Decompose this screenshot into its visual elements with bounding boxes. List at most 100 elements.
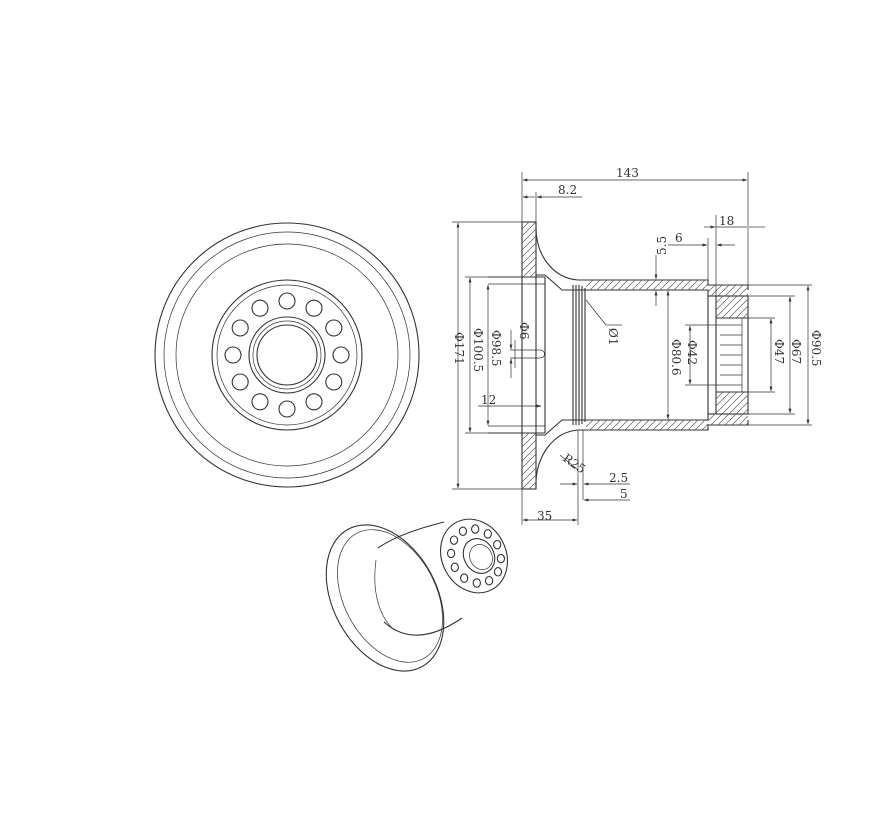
hatch-line <box>659 419 671 431</box>
iso-flange-front <box>337 529 443 663</box>
bolt-hole <box>278 400 296 418</box>
hatch-line <box>659 279 671 291</box>
hatch-line <box>724 413 737 426</box>
hatch-line <box>742 312 749 319</box>
hatch-line <box>738 415 749 426</box>
iso-bolt-hole <box>450 562 459 573</box>
flange-outer-circle <box>154 222 420 488</box>
bolt-hole <box>325 373 343 391</box>
hatch-line <box>603 419 615 431</box>
iso-bolt-hole <box>460 573 469 583</box>
hatch-line <box>687 279 699 291</box>
iso-bolt-hole <box>472 578 481 588</box>
hatch-line <box>522 263 537 278</box>
bolt-hole <box>251 299 269 317</box>
hatch-line <box>731 413 744 426</box>
hatch-line <box>707 284 716 293</box>
dimension-labels: 143 8.2 18 6 5.5 Φ6 Ø1 Φ171 Φ100.5 Φ98.5… <box>452 166 823 523</box>
fillet-circle <box>175 243 399 467</box>
iso-end-face <box>440 518 508 594</box>
hatch-line <box>715 295 738 318</box>
iso-bolt-hole <box>496 553 506 564</box>
hatch-line <box>728 298 749 319</box>
hatch-line <box>631 279 643 291</box>
iso-end-bore-inner <box>469 544 493 570</box>
hatch-line <box>521 446 537 462</box>
iso-bolt-hole <box>493 567 503 577</box>
hatch-line <box>666 279 678 291</box>
hatch-line <box>585 419 594 428</box>
hatch-line <box>710 284 723 297</box>
iso-tube-top <box>377 521 445 549</box>
hatch-line <box>521 460 537 476</box>
hatch-line <box>694 279 706 291</box>
hub-ring-circle <box>216 284 358 426</box>
bolt-hole <box>231 319 249 337</box>
hatch-line <box>589 419 601 431</box>
hatch-line <box>717 284 730 297</box>
dim-fillet-radius: R25 <box>560 451 588 476</box>
dim-inner-diameter-2: Φ47 <box>772 339 786 364</box>
dim-flange-outer-diameter: Φ171 <box>452 332 466 365</box>
dim-inner-diameter-1: Φ42 <box>685 340 699 365</box>
hatch-line <box>666 419 678 431</box>
hatch-line <box>721 391 745 415</box>
hatch-line <box>596 419 608 431</box>
dimension-lines <box>452 172 812 525</box>
hatch-line <box>694 419 706 431</box>
bolt-hole <box>231 373 249 391</box>
dim-groove-width: 2.5 <box>609 471 628 485</box>
section-view <box>488 221 749 490</box>
section-lower-outline <box>535 420 749 489</box>
iso-bolt-hole <box>471 524 480 534</box>
hatch-line <box>521 228 537 244</box>
iso-end-bore-outer <box>462 538 496 574</box>
hatch-line <box>521 439 537 455</box>
hatch-line <box>687 419 699 431</box>
hatch-line <box>673 279 685 291</box>
bolt-hole <box>251 393 269 411</box>
hatch-line <box>521 474 537 490</box>
hatch-line <box>745 422 749 426</box>
dim-tube-inner-diameter: Φ80.6 <box>669 339 683 376</box>
hatch-line <box>721 295 745 319</box>
hatch-line <box>715 391 738 414</box>
bolt-hole <box>332 346 350 364</box>
flange-inner-circle <box>163 231 411 479</box>
hatch-line <box>724 284 737 297</box>
hatch-line <box>680 279 692 291</box>
hatch-line <box>596 279 608 291</box>
hatch-line <box>680 419 692 431</box>
hatch-line <box>521 256 537 272</box>
bolt-hole <box>224 346 242 364</box>
hatch-line <box>624 279 636 291</box>
dim-step-length: 6 <box>675 231 683 245</box>
dim-end-step-length: 18 <box>719 214 734 228</box>
hatch-line <box>521 221 530 230</box>
hatch-line <box>701 423 709 431</box>
hatch-line <box>715 295 724 304</box>
section-hatching <box>521 221 749 490</box>
hatch-line <box>617 419 629 431</box>
hatch-line <box>673 419 685 431</box>
iso-bolt-hole <box>446 548 456 559</box>
hatch-line <box>701 283 709 291</box>
hatch-line <box>521 432 537 448</box>
hatch-line <box>652 419 664 431</box>
hatch-line <box>638 279 650 291</box>
hatch-line <box>652 279 664 291</box>
dim-groove-depth: Ø1 <box>606 328 620 345</box>
iso-flange-back <box>325 524 445 672</box>
dim-overall-length: 143 <box>616 166 639 180</box>
hatch-line <box>521 242 537 258</box>
dim-neck-length: 35 <box>537 509 552 523</box>
dim-hole-diameter: Φ6 <box>517 322 531 339</box>
isometric-view <box>325 518 508 672</box>
hatch-line <box>717 413 730 426</box>
hatch-line <box>528 481 537 490</box>
bolt-hole <box>305 299 323 317</box>
dim-flange-thickness: 8.2 <box>558 183 577 197</box>
iso-tube-bottom <box>383 617 463 636</box>
hatch-line <box>745 293 749 297</box>
section-upper-outline <box>535 222 749 290</box>
